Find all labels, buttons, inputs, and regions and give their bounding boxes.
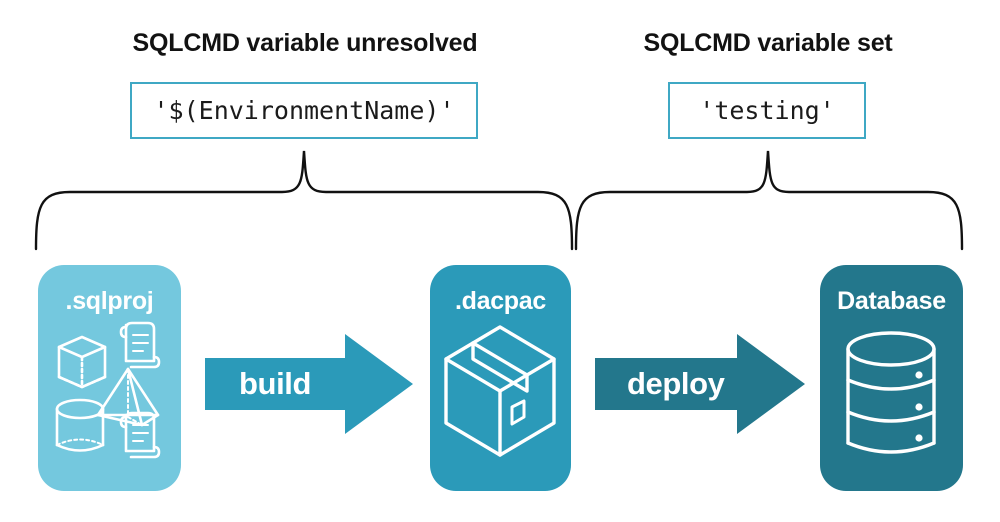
node-database-label: Database: [837, 287, 946, 315]
code-box-environment-name: '$(EnvironmentName)': [130, 82, 478, 139]
cylinder-icon: [55, 398, 105, 452]
node-database[interactable]: Database: [820, 265, 963, 491]
scroll-icon: [119, 321, 161, 369]
node-sqlproj-label: .sqlproj: [65, 287, 154, 315]
arrow-deploy-icon: [595, 334, 805, 434]
brace-right: [570, 145, 968, 255]
database-cylinder-icon: [846, 331, 936, 454]
node-dacpac[interactable]: .dacpac: [430, 265, 571, 491]
heading-sqlcmd-unresolved: SQLCMD variable unresolved: [132, 29, 478, 57]
code-value-environment-name: '$(EnvironmentName)': [153, 96, 455, 125]
pyramid-icon: [96, 367, 160, 427]
brace-left-icon: [34, 150, 574, 251]
node-sqlproj[interactable]: .sqlproj: [38, 265, 181, 491]
brace-right-icon: [574, 150, 964, 251]
arrow-build: build: [205, 332, 415, 436]
code-value-testing: 'testing': [699, 96, 835, 125]
arrow-build-icon: [205, 334, 413, 434]
brace-left: [30, 145, 578, 255]
arrow-deploy-label: deploy: [627, 366, 725, 401]
cube-icon: [57, 335, 107, 389]
heading-sqlcmd-set: SQLCMD variable set: [643, 29, 893, 57]
node-dacpac-label: .dacpac: [454, 287, 546, 315]
package-box-icon: [444, 325, 556, 457]
scroll-icon: [119, 411, 161, 459]
arrow-deploy: deploy: [595, 332, 807, 436]
code-box-testing: 'testing': [668, 82, 866, 139]
arrow-build-label: build: [239, 366, 312, 401]
